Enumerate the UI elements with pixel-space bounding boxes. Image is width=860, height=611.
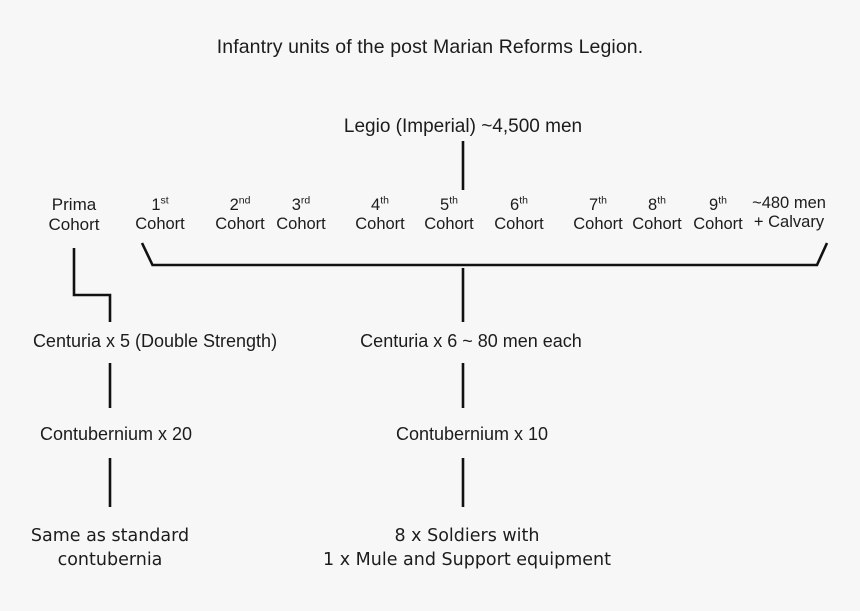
node-prima-centuria: Centuria x 5 (Double Strength): [32, 331, 278, 351]
node-standard-centuria: Centuria x 6 ~ 80 men each: [360, 331, 582, 351]
cohort-prima-unit: Cohort: [48, 215, 100, 235]
node-cohort-5th: 5th Cohort: [424, 194, 474, 235]
cohort-1-ordinal: st: [160, 194, 169, 207]
standard-detail-line2: 1 x Mule and Support equipment: [323, 549, 611, 570]
cohort-8-ordinal: th: [657, 194, 666, 207]
cohort-5-unit: Cohort: [424, 215, 474, 234]
node-cohort-prima: Prima Cohort: [48, 195, 99, 235]
cohort-3-ordinal: rd: [300, 194, 311, 207]
cohort-7-base: 7: [589, 196, 599, 214]
page-title: Infantry units of the post Marian Reform…: [216, 36, 644, 58]
cohort-9-unit: Cohort: [693, 215, 743, 234]
prima-detail-line2: contubernia: [57, 549, 163, 570]
cohort-2-base: 2: [229, 196, 239, 214]
cohort-4-ordinal: th: [380, 194, 389, 207]
cohort-6-ordinal: th: [519, 194, 528, 207]
cohort-7-ordinal: th: [598, 194, 607, 207]
cohort-3-base: 3: [291, 196, 301, 214]
node-cohort-1st: 1st Cohort: [135, 194, 185, 235]
node-legion-root: Legio (Imperial) ~4,500 men: [343, 116, 583, 137]
cohort-1-base: 1: [151, 196, 161, 214]
cohort-9-base: 9: [709, 196, 719, 214]
cohort-prima-base: Prima: [51, 195, 97, 214]
node-cohort-9th: 9th Cohort: [693, 194, 743, 235]
cohort-1-unit: Cohort: [135, 215, 185, 234]
node-standard-contubernium: Contubernium x 10: [395, 424, 549, 444]
cohort-note-line2: + Calvary: [753, 213, 825, 232]
cohort-9-ordinal: th: [718, 194, 727, 207]
node-cohort-3rd: 3rd Cohort: [276, 194, 326, 235]
cohort-6-base: 6: [510, 196, 520, 214]
node-cohort-strength-note: ~480 men + Calvary: [752, 194, 826, 233]
cohort-8-base: 8: [648, 196, 658, 214]
cohort-2-unit: Cohort: [215, 215, 265, 234]
cohort-note-line1: ~480 men: [752, 194, 826, 212]
cohort-8-unit: Cohort: [632, 215, 682, 234]
cohort-7-unit: Cohort: [573, 215, 623, 234]
cohort-2-ordinal: nd: [238, 194, 251, 207]
node-cohort-8th: 8th Cohort: [632, 194, 682, 235]
standard-detail-line1: 8 x Soldiers with: [394, 526, 540, 546]
node-cohort-7th: 7th Cohort: [573, 194, 623, 235]
node-cohort-2nd: 2nd Cohort: [215, 194, 265, 235]
cohort-5-base: 5: [440, 196, 450, 214]
node-prima-contubernium: Contubernium x 20: [39, 424, 193, 444]
node-cohort-6th: 6th Cohort: [494, 194, 544, 235]
cohort-3-unit: Cohort: [276, 215, 326, 234]
cohort-4-base: 4: [371, 196, 381, 214]
node-prima-detail: Same as standard contubernia: [31, 525, 189, 572]
connector-prima-elbow: [72, 248, 112, 322]
node-standard-detail: 8 x Soldiers with 1 x Mule and Support e…: [323, 525, 611, 572]
cohort-6-unit: Cohort: [494, 215, 544, 234]
cohort-bracket: [140, 242, 829, 267]
cohort-4-unit: Cohort: [355, 215, 405, 234]
prima-detail-line1: Same as standard: [30, 526, 190, 546]
node-cohort-4th: 4th Cohort: [355, 194, 405, 235]
cohort-5-ordinal: th: [449, 194, 458, 207]
